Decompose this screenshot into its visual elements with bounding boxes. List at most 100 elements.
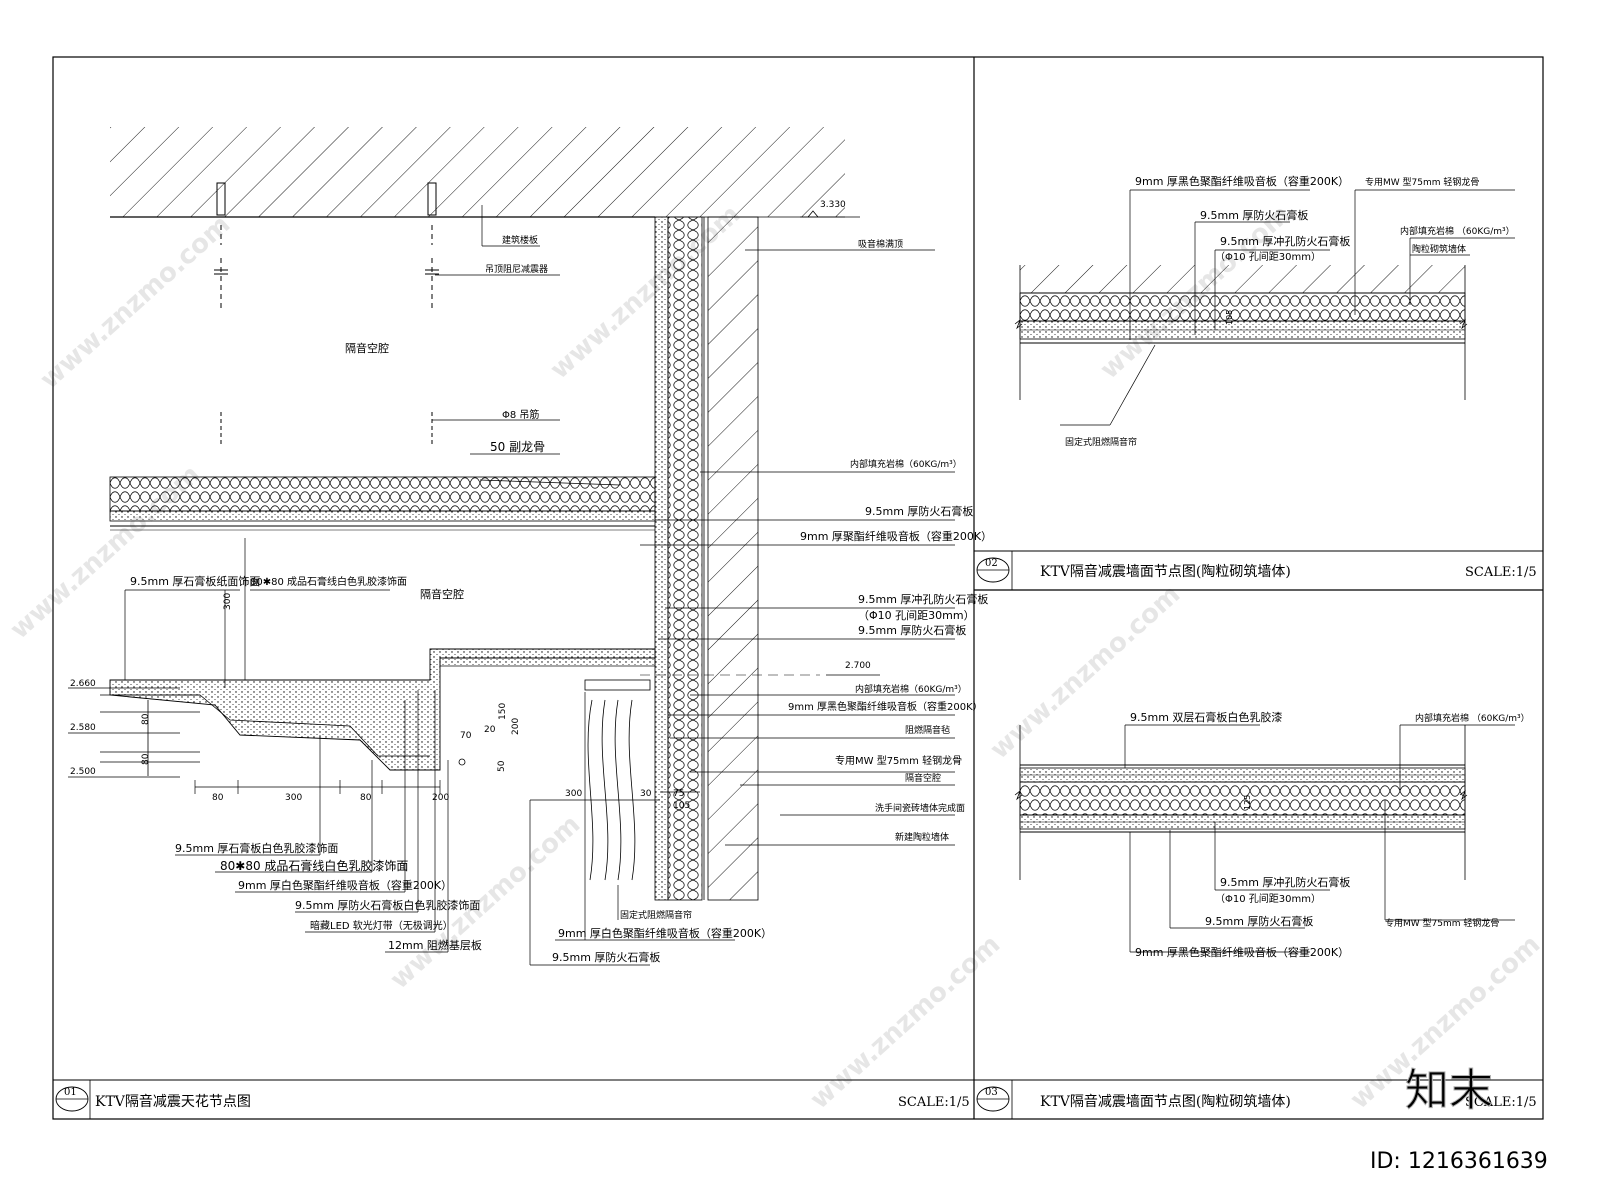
wall2-label-l1: 9mm 厚黑色聚酯纤维吸音板（容重200K） (1135, 174, 1349, 188)
label-c3: 9.5mm 厚防火石膏板 (552, 950, 660, 964)
dim-75: 75 (673, 789, 684, 799)
detail-title: KTV隔音减震天花节点图 (95, 1093, 251, 1110)
detail-title: KTV隔音减震墙面节点图(陶粒砌筑墙体) (1040, 563, 1291, 580)
sound-cavity-label: 隔音空腔 (345, 341, 389, 355)
watermark-text: www.znzmo.com (985, 579, 1187, 765)
wall2-dim: 105 (1225, 310, 1234, 325)
masonry-wall (1020, 265, 1465, 293)
label-perforated-board: 9.5mm 厚冲孔防火石膏板 (858, 592, 988, 606)
wall2-label-bottom: 固定式阻燃隔音帘 (1065, 436, 1137, 448)
level-2500: 2.500 (70, 767, 96, 777)
panel-wall-node-3: 125 9.5mm 双层石膏板白色乳胶漆 内部填充岩棉 （60KG/m³） 9.… (974, 710, 1543, 1119)
label-fiber-board: 9mm 厚聚酯纤维吸音板（容重200K） (800, 529, 992, 543)
panel-wall-node-2: 105 9mm 厚黑色聚酯纤维吸音板（容重200K） 9.5mm 厚防火石膏板 … (974, 174, 1543, 590)
dim-105: 105 (673, 801, 690, 811)
wall2-label-r2: 内部填充岩棉 （60KG/m³） (1400, 225, 1515, 237)
dim-80b: 80 (360, 793, 372, 803)
label-black-fiber-board: 9mm 厚黑色聚酯纤维吸音板（容重200K） (788, 700, 983, 713)
sheet-frame (52, 56, 1544, 1120)
label-hanger-rod: Φ8 吊筋 (502, 408, 539, 421)
dim-300b: 300 (565, 789, 582, 799)
building-slab (110, 127, 845, 217)
label-cavity-right: 隔音空腔 (905, 772, 941, 784)
detail-title: KTV隔音减震墙面节点图(陶粒砌筑墙体) (1040, 1093, 1291, 1110)
label-b4: 9.5mm 厚防火石膏板白色乳胶漆饰面 (295, 898, 480, 912)
wall3-leaders (1124, 724, 1515, 953)
wall3-label-b4: 9mm 厚黑色聚酯纤维吸音板（容重200K） (1135, 945, 1349, 959)
label-rock-wool: 内部填充岩棉（60KG/m³） (850, 458, 962, 470)
dimension-lines (194, 538, 700, 801)
watermark-text: www.znzmo.com (805, 929, 1007, 1115)
label-fire-board: 9.5mm 厚防火石膏板 (865, 504, 973, 518)
detail-number: 01 (64, 1087, 77, 1098)
label-rock-wool-2: 内部填充岩棉（60KG/m³） (855, 683, 967, 695)
wall3-label-b3: 9.5mm 厚防火石膏板 (1205, 914, 1313, 928)
dim-300a: 300 (285, 793, 302, 803)
level-2580: 2.580 (70, 723, 96, 733)
wall2-label-l2: 9.5mm 厚防火石膏板 (1200, 208, 1308, 222)
level-2700: 2.700 (845, 661, 871, 671)
label-damper: 吊顶阻尼减震器 (485, 263, 548, 275)
dim-50: 50 (497, 760, 507, 772)
label-new-wall: 新建陶粒墙体 (895, 831, 949, 843)
dim-200a: 200 (432, 793, 449, 803)
detail-scale: SCALE:1/5 (1465, 1095, 1537, 1110)
label-tile-wall: 洗手间瓷砖墙体完成面 (875, 802, 965, 814)
level-3330: 3.330 (820, 200, 846, 210)
brand-logo-text: 知末 (1405, 1065, 1493, 1116)
wall2-rock-wool (1019, 292, 1466, 322)
label-c2: 9mm 厚白色聚酯纤维吸音板（容重200K） (558, 926, 772, 940)
watermark-text: www.znzmo.com (35, 209, 237, 395)
wall3-label-t2: 内部填充岩棉 （60KG/m³） (1415, 712, 1530, 724)
ceramsite-wall (707, 216, 759, 901)
label-sub-keel: 50 副龙骨 (490, 440, 545, 454)
dim-30: 30 (640, 789, 652, 799)
hanger-rods (214, 182, 439, 445)
wall2-label-l3: 9.5mm 厚冲孔防火石膏板 (1220, 234, 1350, 248)
leader-lines-right (432, 205, 955, 846)
dim-80a: 80 (212, 793, 224, 803)
detail-scale: SCALE:1/5 (1465, 565, 1537, 580)
ceiling-fire-board (109, 510, 656, 522)
label-c1: 固定式阻燃隔音帘 (620, 909, 692, 921)
label-building-slab: 建筑楼板 (502, 234, 538, 246)
dim-150: 150 (498, 703, 508, 720)
wall-fire-board (654, 216, 669, 901)
level-marks (68, 674, 880, 778)
wall2-label-r1: 专用MW 型75mm 轻钢龙骨 (1365, 176, 1479, 188)
label-b6: 12mm 阻燃基层板 (388, 938, 482, 952)
label-left-a: 9.5mm 厚石膏板纸面饰面 (130, 574, 260, 588)
detail-number: 02 (985, 558, 998, 569)
dim-80c: 80 (141, 713, 151, 725)
wall2-leaders (1060, 189, 1515, 426)
label-perforation-spec: （Φ10 孔间距30mm） (858, 609, 975, 622)
label-b3: 9mm 厚白色聚酯纤维吸音板（容重200K） (238, 878, 452, 892)
label-b2: 80✱80 成品石膏线白色乳胶漆饰面 (220, 858, 408, 873)
label-acoustic-felt: 阻燃隔音毡 (905, 724, 950, 736)
acoustic-curtain (584, 679, 651, 881)
leader-lines-left (124, 589, 735, 966)
wall3-label-t1: 9.5mm 双层石膏板白色乳胶漆 (1130, 710, 1282, 724)
image-id-text: ID: 1216361639 (1370, 1149, 1548, 1174)
label-b1: 9.5mm 厚石膏板白色乳胶漆饰面 (175, 841, 338, 855)
dim-200b: 200 (511, 718, 521, 735)
wall-rock-wool (667, 216, 703, 901)
label-top-ceiling: 吸音棉满顶 (858, 238, 903, 250)
wall3-label-b1: 9.5mm 厚冲孔防火石膏板 (1220, 875, 1350, 889)
label-mw-keel: 专用MW 型75mm 轻钢龙骨 (835, 754, 962, 767)
detail-scale: SCALE:1/5 (898, 1095, 970, 1110)
panel-ceiling-node: 3.330 (53, 127, 992, 1119)
sound-cavity-label: 隔音空腔 (420, 587, 464, 601)
dim-80d: 80 (141, 753, 151, 765)
wall2-label-r3: 陶粒砌筑墙体 (1412, 243, 1466, 255)
soffit-boards (109, 648, 656, 771)
wall3-dim: 125 (1243, 795, 1252, 810)
wall3-label-r1: 专用MW 型75mm 轻钢龙骨 (1385, 917, 1499, 929)
level-2660: 2.660 (70, 679, 96, 689)
label-left-b: 80✱80 成品石膏线白色乳胶漆饰面 (250, 575, 407, 588)
label-b5: 暗藏LED 软光灯带（无极调光） (310, 919, 453, 932)
dim-70: 70 (460, 731, 472, 741)
wall2-label-l4: （Φ10 孔间距30mm） (1215, 250, 1321, 263)
